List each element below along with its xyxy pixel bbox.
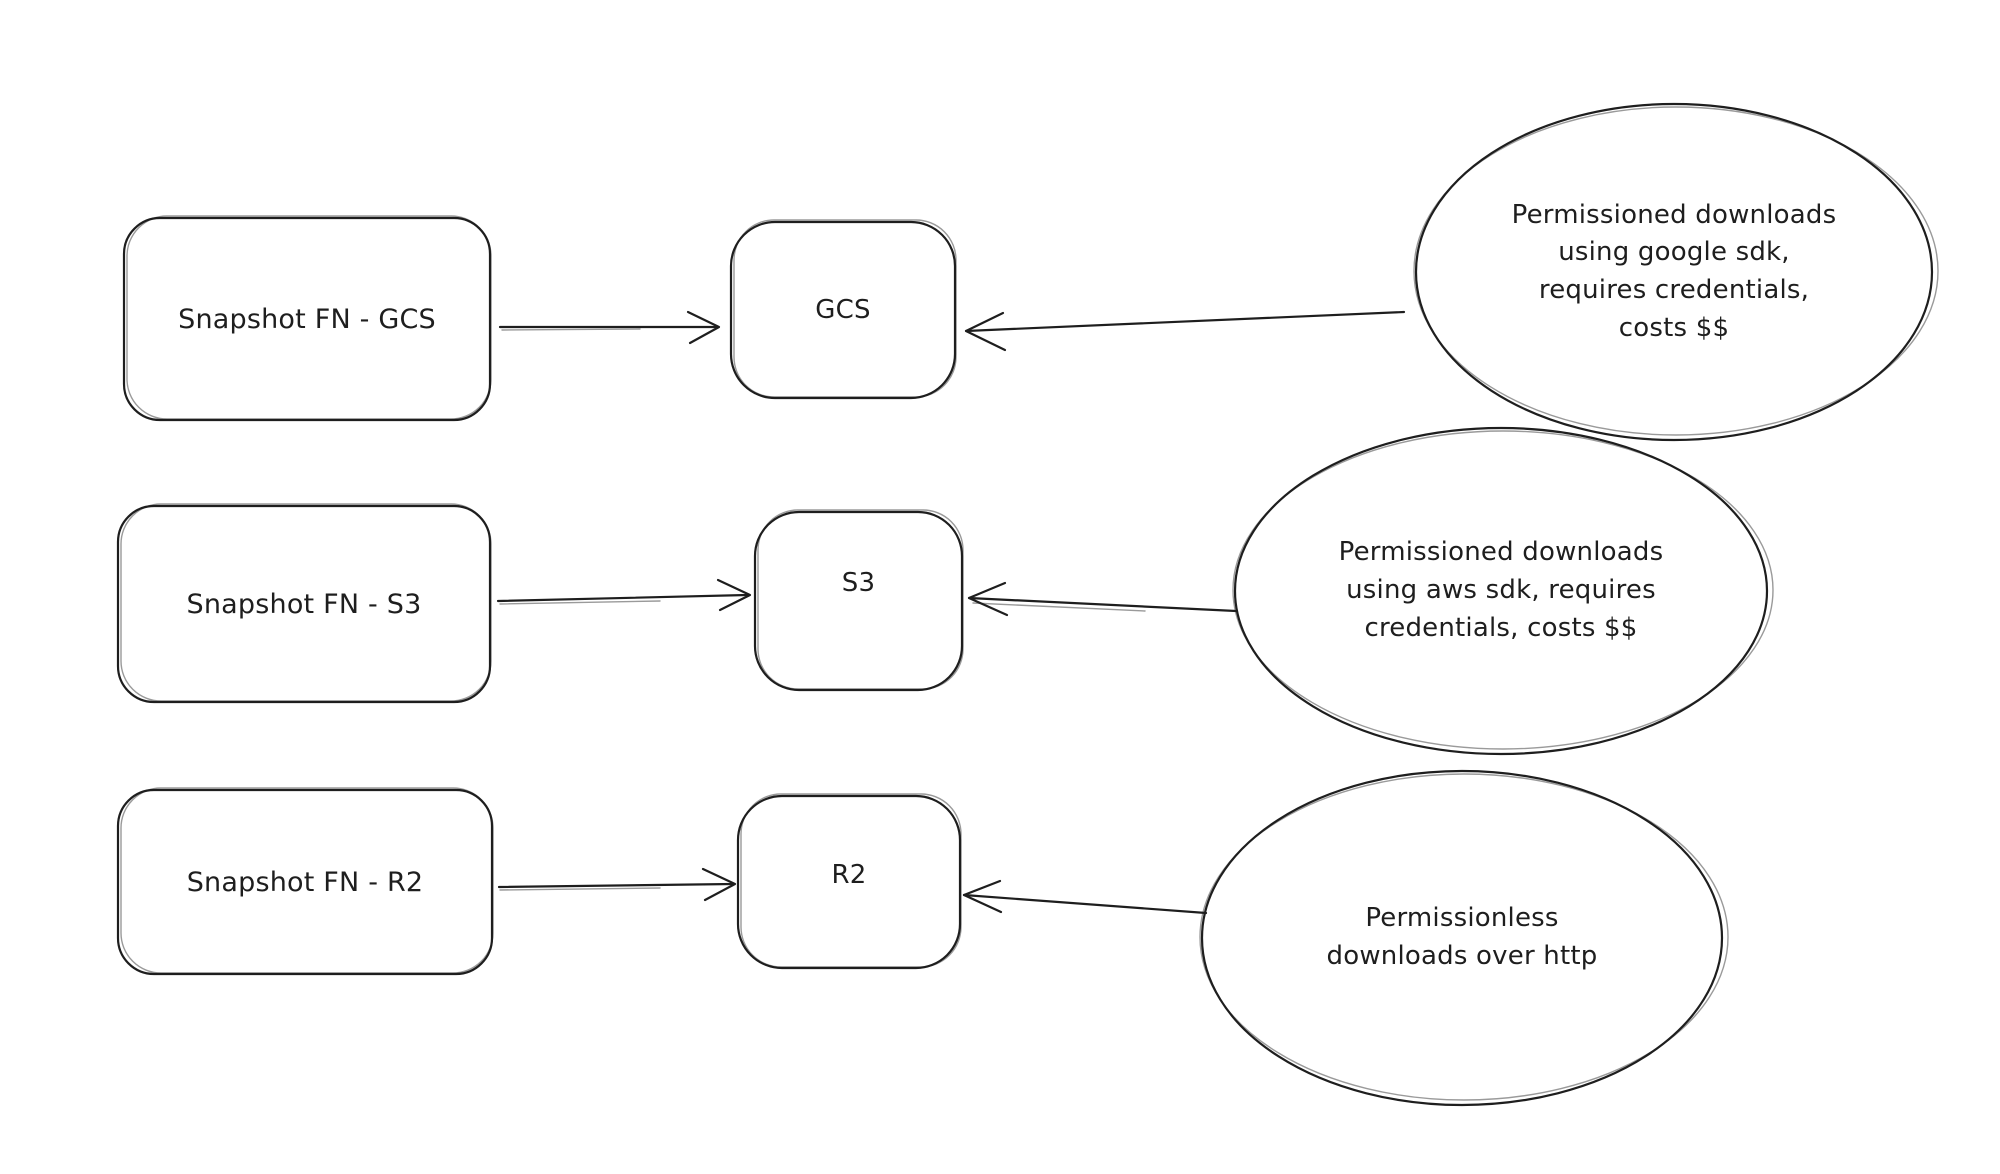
- source-node-s3[interactable]: [116, 503, 492, 704]
- target-node-s3-ghost-stroke: [757, 509, 964, 690]
- arrow-source-to-s3-ghost: [499, 600, 661, 605]
- arrow-note-to-gcs-head: [964, 311, 1007, 352]
- arrow-note-to-gcs-shaft: [964, 310, 1406, 333]
- target-node-gcs-ghost-stroke: [733, 219, 957, 398]
- arrow-note-to-s3[interactable]: [967, 581, 1238, 617]
- target-node-r2[interactable]: [736, 793, 962, 970]
- arrow-note-to-gcs[interactable]: [964, 310, 1406, 352]
- note-ellipse-s3-ghost-stroke: [1232, 430, 1774, 750]
- note-ellipse-gcs-ghost-stroke: [1413, 106, 1939, 436]
- source-node-r2[interactable]: [116, 787, 494, 976]
- arrow-source-to-s3-shaft: [496, 593, 749, 603]
- source-node-s3-ghost-stroke: [120, 503, 492, 702]
- note-ellipse-gcs-outline: [1414, 102, 1934, 442]
- source-node-s3-outline: [116, 504, 492, 704]
- target-node-s3[interactable]: [753, 509, 964, 692]
- arrow-source-to-s3[interactable]: [496, 578, 752, 612]
- arrow-note-to-s3-shaft: [967, 596, 1238, 613]
- arrow-source-to-r2-shaft: [497, 882, 735, 889]
- source-node-gcs-outline: [122, 216, 492, 422]
- arrow-source-to-s3-head: [716, 578, 752, 612]
- target-node-gcs-outline: [729, 220, 957, 400]
- target-node-s3-outline: [753, 510, 964, 692]
- source-node-r2-outline: [116, 788, 494, 976]
- target-node-r2-ghost-stroke: [740, 793, 962, 968]
- arrow-note-to-r2-shaft: [962, 893, 1208, 915]
- target-node-gcs[interactable]: [729, 219, 957, 400]
- note-ellipse-r2-outline: [1200, 769, 1724, 1107]
- arrow-source-to-r2[interactable]: [497, 867, 737, 902]
- arrow-source-to-r2-ghost: [499, 887, 661, 891]
- arrow-source-to-gcs-head: [686, 310, 721, 345]
- source-node-gcs[interactable]: [122, 215, 492, 422]
- note-ellipse-s3[interactable]: [1232, 426, 1774, 756]
- arrow-note-to-r2-head: [962, 879, 1003, 914]
- arrow-source-to-r2-head: [701, 867, 737, 902]
- arrow-note-to-s3-ghost: [972, 602, 1146, 612]
- source-node-gcs-ghost-stroke: [126, 215, 492, 420]
- note-ellipse-r2-ghost-stroke: [1199, 773, 1729, 1101]
- target-node-r2-outline: [736, 794, 962, 970]
- arrow-note-to-r2[interactable]: [962, 879, 1208, 915]
- arrow-note-to-s3-head: [967, 581, 1009, 617]
- note-ellipse-gcs[interactable]: [1413, 102, 1939, 442]
- note-ellipse-s3-outline: [1233, 426, 1769, 756]
- arrow-source-to-gcs-ghost: [501, 328, 641, 331]
- source-node-r2-ghost-stroke: [120, 787, 494, 974]
- arrow-source-to-gcs[interactable]: [498, 310, 721, 345]
- note-ellipse-r2[interactable]: [1199, 769, 1729, 1107]
